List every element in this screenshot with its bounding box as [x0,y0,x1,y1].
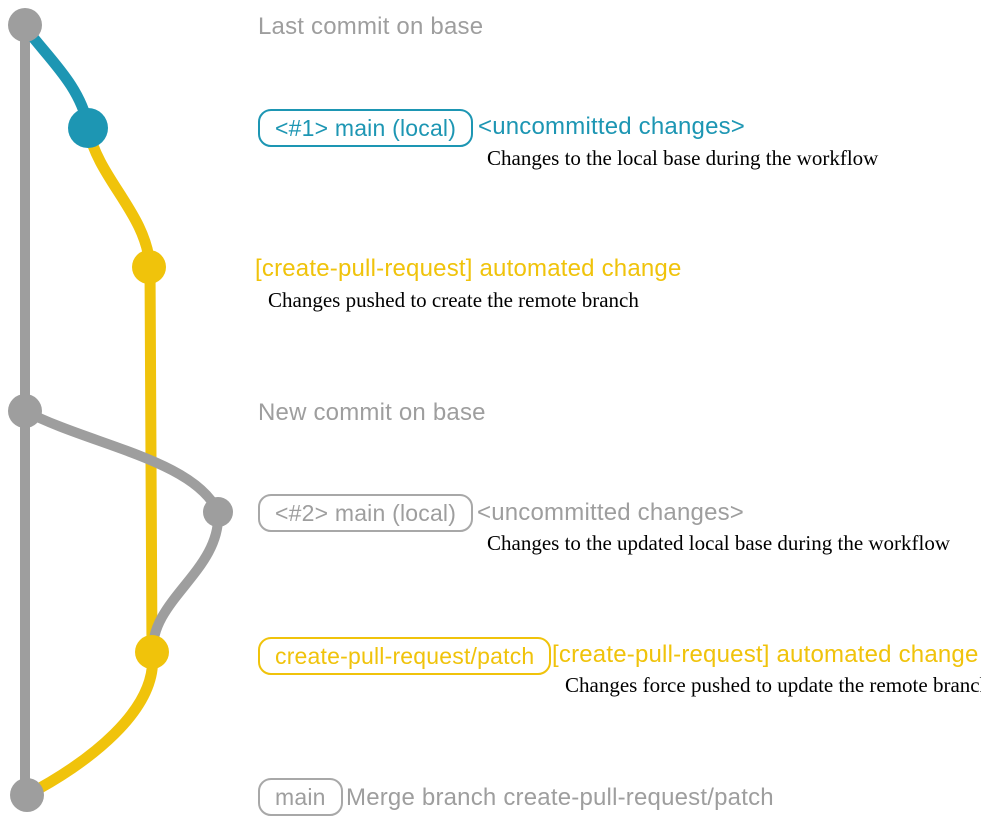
commit-title-automated-2: [create-pull-request] automated change [552,641,979,668]
annotation-last-commit: Last commit on base [258,13,484,40]
commit-title-uncommitted-2: <uncommitted changes> [477,499,745,526]
branch-badge-main-local-2: <#2> main (local) [258,494,474,532]
commit-node-merge [10,778,44,812]
rebase-curve [147,507,224,657]
commit-node-new-base [8,394,42,428]
local-branch-curve-2 [20,406,223,517]
commit-node-last-base [8,8,42,42]
annotation-new-commit: New commit on base [258,399,486,426]
commit-title-automated-1: [create-pull-request] automated change [255,255,682,282]
commit-node-local-2 [203,497,233,527]
remote-branch-curve-1 [82,123,156,272]
commit-desc-automated-2: Changes force pushed to update the remot… [565,673,981,697]
commit-desc-automated-1: Changes pushed to create the remote bran… [268,288,639,312]
commit-title-uncommitted-1: <uncommitted changes> [478,113,746,140]
commit-title-merge: Merge branch create-pull-request/patch [346,784,774,811]
commit-node-remote-1 [132,250,166,284]
merge-curve [21,646,159,801]
commit-node-local-1 [68,108,108,148]
commit-desc-uncommitted-1: Changes to the local base during the wor… [487,146,879,170]
branch-badge-create-pull-request-patch: create-pull-request/patch [258,637,552,675]
branch-badge-main: main [258,778,343,816]
commit-desc-uncommitted-2: Changes to the updated local base during… [487,531,951,555]
branch-badge-main-local-1: <#1> main (local) [258,109,474,147]
commit-node-remote-2 [135,635,169,669]
